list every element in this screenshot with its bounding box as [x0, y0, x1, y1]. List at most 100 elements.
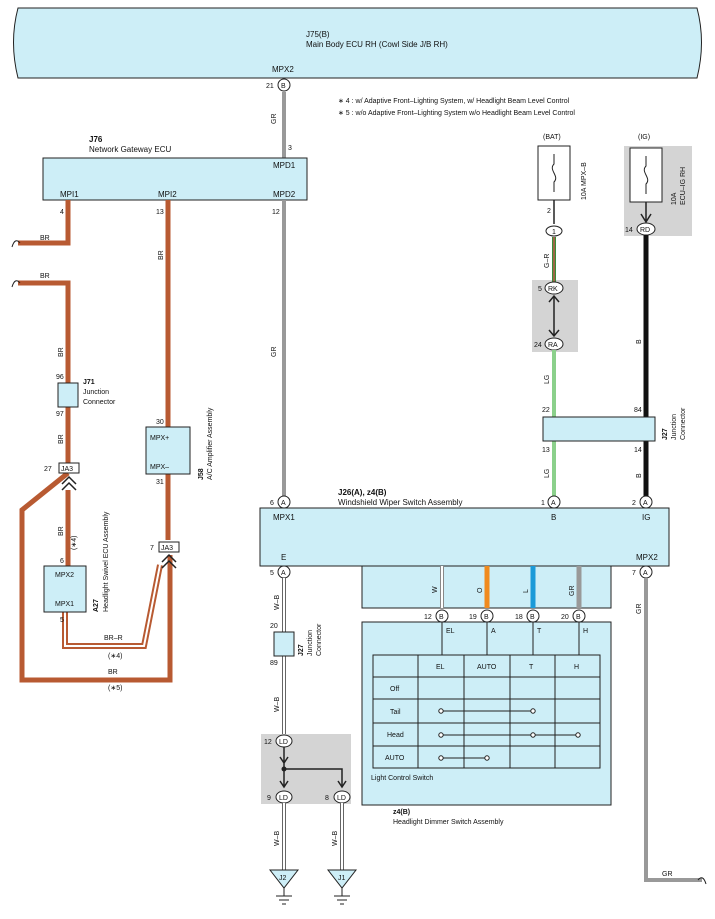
wire-label-wb-3: W–B — [274, 831, 281, 847]
z4b-conn-12: B — [439, 614, 444, 621]
j27l-ref: J27 — [298, 644, 305, 656]
z4b-wire-block: W O L GR — [361, 565, 612, 609]
wire-label-o: O — [477, 587, 484, 593]
bat-conn-1: 1 — [552, 229, 556, 236]
ld-conn-8: LD — [337, 795, 346, 802]
j76-mpd2: MPD2 — [273, 190, 296, 199]
bat-connector-1 — [545, 225, 563, 237]
wire-label-br-4: BR — [58, 434, 65, 444]
wire-label-br-5: BR — [158, 250, 165, 260]
j71-pin-96: 96 — [56, 374, 64, 381]
j76-mpi2: MPI2 — [158, 190, 177, 199]
j27-right-junction: 22 13 84 14 J27 Junction Connector — [542, 407, 687, 454]
wire-label-lg-1: LG — [544, 375, 551, 384]
j76-ref: J76 — [89, 135, 103, 144]
z4b-name: Headlight Dimmer Switch Assembly — [393, 819, 504, 826]
j26-pin-1: 1 — [541, 500, 545, 507]
j76-network-gateway: J76 Network Gateway ECU MPD1 MPI1 MPI2 M… — [42, 135, 308, 216]
ld-conn-12: LD — [279, 739, 288, 746]
a27-mpx2: MPX2 — [55, 572, 74, 579]
wire-gr-right — [644, 578, 702, 882]
a27-pin-5: 5 — [60, 617, 64, 624]
z4b-term-t: T — [537, 628, 542, 635]
brown-wires — [18, 200, 173, 683]
wire-note-4a: (∗4) — [71, 536, 78, 550]
j71-name2: Connector — [83, 399, 116, 406]
note-4: ∗ 4 : w/ Adaptive Front–Lighting System,… — [338, 98, 570, 105]
table-header-h: H — [574, 664, 579, 671]
j27r-pin-22: 22 — [542, 407, 550, 414]
j27l-pin-89: 89 — [270, 660, 278, 667]
z4b-pin-12: 12 — [424, 614, 432, 621]
wire-label-br-3: BR — [58, 347, 65, 357]
note-5: ∗ 5 : w/o Adaptive Front–Lighting System… — [338, 110, 575, 117]
z4b-conn-18: B — [530, 614, 535, 621]
j75-pin-label: MPX2 — [272, 65, 294, 74]
j27r-ref: J27 — [662, 428, 669, 440]
ig-fuse-label2: ECU–IG RH — [680, 167, 687, 205]
z4b-conn-19: B — [484, 614, 489, 621]
wire-label-br-r: BR–R — [104, 635, 123, 642]
j76-name: Network Gateway ECU — [89, 145, 171, 154]
wire-label-b-1: B — [636, 339, 643, 344]
j26-pin-7: 7 — [632, 570, 636, 577]
table-header-el: EL — [436, 664, 445, 671]
j27r-name2: Connector — [680, 407, 687, 440]
z4b-pins: B 12 B 19 B 18 B 20 — [424, 609, 586, 623]
j26-conn-5: A — [281, 570, 286, 577]
j71-ref: J71 — [83, 379, 95, 386]
j58-ac-amplifier: MPX+ MPX– 30 31 J58 A/C Amplifier Assemb… — [145, 407, 214, 486]
j26-conn-1: A — [551, 500, 556, 507]
j58-pin-31: 31 — [156, 479, 164, 486]
wire-label-l: L — [523, 589, 530, 593]
wire-label-gr-4: GR — [662, 871, 673, 878]
z4b-pin-19: 19 — [469, 614, 477, 621]
z4b-term-h: H — [583, 628, 588, 635]
wire-label-br-6: BR — [58, 526, 65, 536]
j75-connector-b — [277, 78, 291, 92]
z4b-term-el: EL — [446, 628, 455, 635]
j26-conn-6: A — [281, 500, 286, 507]
j26-windshield-wiper-switch: J26(A), z4(B) Windshield Wiper Switch As… — [259, 488, 670, 579]
j26-ig: IG — [642, 513, 650, 522]
wire-label-w: W — [432, 586, 439, 593]
j75-ref: J75(B) — [306, 30, 330, 39]
z4b-conn-20: B — [576, 614, 581, 621]
wire-label-gr-3: GR — [636, 604, 643, 615]
bat-label: (BAT) — [543, 134, 561, 141]
wire-label-wb-1: W–B — [274, 595, 281, 611]
wire-label-gr-z4: GR — [569, 586, 576, 597]
bat-fuse-label: 10A MPX–B — [581, 162, 588, 200]
j58-mpxp: MPX+ — [150, 435, 169, 442]
table-row-head: Head — [387, 732, 404, 739]
j26-mpx2: MPX2 — [636, 553, 658, 562]
j76-pin-4: 4 — [60, 209, 64, 216]
table-row-off: Off — [390, 686, 399, 693]
j58-name: A/C Amplifier Assembly — [207, 407, 214, 480]
wb-ground-wires — [282, 803, 344, 870]
j75-pin-21: 21 — [266, 83, 274, 90]
j27-left-junction: 20 89 J27 Junction Connector — [270, 623, 323, 667]
ja3-left-connector: JA3 27 — [44, 462, 80, 491]
ja3-right-pin: 7 — [150, 545, 154, 552]
a27-pin-6: 6 — [60, 558, 64, 565]
a27-name: Headlight Swivel ECU Assembly — [103, 511, 110, 612]
ld-conn-9: LD — [279, 795, 288, 802]
ja3-left-pin: 27 — [44, 466, 52, 473]
bat-fuse: (BAT) 10A MPX–B 2 — [537, 134, 588, 215]
j26-name: Windshield Wiper Switch Assembly — [338, 498, 462, 507]
bat-pin-2: 2 — [547, 208, 551, 215]
j26-e: E — [281, 553, 286, 562]
wire-label-lg-2: LG — [544, 469, 551, 478]
j76-mpd1: MPD1 — [273, 161, 296, 170]
j27l-name2: Connector — [316, 623, 323, 656]
rk-pin: 5 — [538, 286, 542, 293]
ig-label: (IG) — [638, 134, 650, 141]
ld-connectors: LD 12 LD 9 LD 8 — [264, 734, 351, 804]
ra-pin: 24 — [534, 342, 542, 349]
z4b-term-a: A — [491, 628, 496, 635]
ra-label: RA — [548, 342, 558, 349]
a27-ref: A27 — [93, 599, 100, 612]
table-header-auto: AUTO — [477, 664, 497, 671]
j58-ref: J58 — [198, 468, 205, 480]
